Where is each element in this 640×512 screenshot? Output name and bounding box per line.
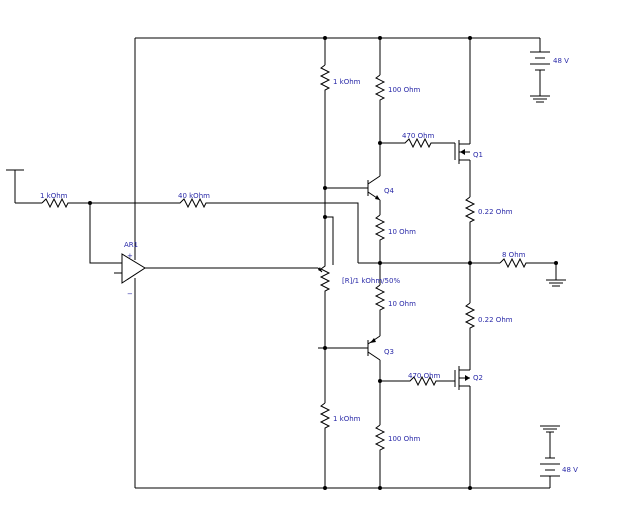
transistor-q4 (367, 175, 381, 201)
resistor-q2-drain (374, 424, 386, 488)
resistor-q2-gate (380, 375, 455, 387)
transistor-q1 (454, 140, 470, 164)
battery-bottom (540, 425, 560, 477)
resistor-top-bias (319, 64, 331, 188)
label-r-q3-emitter: 10 Ohm (388, 300, 416, 308)
resistor-q1-drain (374, 74, 386, 176)
label-r-q1-source: 0.22 Ohm (478, 208, 513, 216)
resistor-q3-emitter (374, 284, 386, 336)
label-opamp-minus: − (127, 290, 133, 298)
resistor-q4-emitter (374, 214, 386, 263)
transistor-q3 (367, 335, 381, 361)
label-r-q1-drain: 100 Ohm (388, 86, 421, 94)
top-rail (135, 37, 541, 52)
label-q3: Q3 (384, 348, 394, 356)
label-r-q2-drain: 100 Ohm (388, 435, 421, 443)
label-r-bot-bias: 1 kOhm (333, 415, 361, 423)
label-q4: Q4 (384, 187, 395, 195)
label-v-top: 48 V (553, 57, 569, 65)
label-opamp-plus: + (127, 252, 133, 260)
potentiometer (319, 217, 331, 348)
input-ground (6, 169, 42, 204)
resistor-q1-gate (380, 137, 455, 149)
resistor-q1-source (464, 196, 476, 263)
label-r-q2-gate: 470 Ohm (408, 372, 441, 380)
resistor-bottom-bias (319, 402, 331, 488)
label-opamp: AR1 (124, 241, 138, 249)
label-r-q2-source: 0.22 Ohm (478, 316, 513, 324)
label-r-q1-gate: 470 Ohm (402, 132, 435, 140)
resistor-q2-source (464, 302, 476, 365)
label-r-fb: 40 kOhm (178, 192, 210, 200)
label-r-load: 8 Ohm (502, 251, 526, 259)
label-q1: Q1 (473, 151, 483, 159)
output-ground (546, 279, 566, 287)
label-pot: [R]/1 kOhm/50% (342, 277, 400, 285)
label-q2: Q2 (473, 374, 483, 382)
label-r-in: 1 kOhm (40, 192, 68, 200)
resistor-load (499, 257, 557, 280)
label-v-bot: 48 V (562, 466, 578, 474)
label-r-q4-emitter: 10 Ohm (388, 228, 416, 236)
opamp-ar1 (121, 253, 146, 284)
transistor-q2 (454, 366, 470, 390)
resistor-input (41, 197, 90, 209)
battery-top (530, 51, 550, 103)
label-r-top-bias: 1 kOhm (333, 78, 361, 86)
bottom-rail (135, 476, 551, 489)
resistor-feedback (90, 197, 359, 263)
